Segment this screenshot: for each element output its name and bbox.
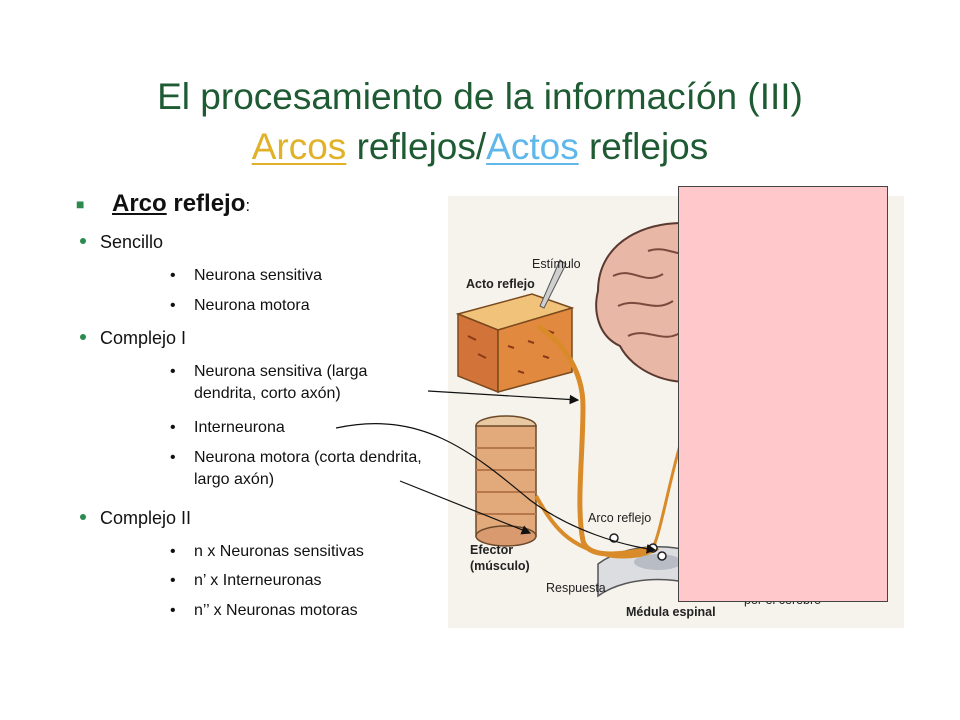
skin-block (455, 293, 575, 394)
label-respuesta: Respuesta (546, 581, 606, 595)
label-musculo: (músculo) (470, 559, 530, 573)
group-label: Complejo II (100, 508, 192, 528)
title-line-1: El procesamiento de la informacíón (III) (157, 76, 803, 117)
actos-link[interactable]: Actos (486, 126, 579, 167)
bullet-icon: • (170, 602, 176, 619)
round-bullet-icon (80, 514, 86, 520)
group-label: Complejo I (100, 328, 187, 348)
label-medula-espinal: Médula espinal (626, 605, 716, 619)
bullet-icon: • (170, 419, 176, 436)
slide-title: El procesamiento de la informacíón (III)… (0, 72, 960, 172)
round-bullet-icon (80, 334, 86, 340)
label-estimulo: Estímulo (532, 257, 581, 271)
group-label: Sencillo (100, 232, 164, 252)
bullet-icon: • (170, 297, 176, 314)
bullet-icon: • (170, 572, 176, 589)
title-middle: reflejos/ (346, 126, 487, 167)
bullet-icon: • (170, 267, 176, 284)
label-acto-reflejo: Acto reflejo (466, 277, 535, 291)
stimulus-needle (539, 259, 567, 309)
title-end: reflejos (578, 126, 709, 167)
round-bullet-icon (80, 238, 86, 244)
heading-word-arco: Arco (112, 190, 167, 217)
heading-word-reflejo: reflejo (166, 190, 246, 217)
muscle-effector (475, 415, 537, 547)
square-bullet-icon: ■ (76, 196, 85, 212)
bullet-icon: • (170, 543, 176, 560)
redaction-box (678, 186, 888, 602)
label-efector: Efector (470, 543, 513, 557)
label-arco-reflejo: Arco reflejo (588, 511, 651, 525)
arcos-link[interactable]: Arcos (251, 126, 347, 167)
bullet-icon: • (170, 363, 176, 380)
bullet-icon: • (170, 449, 176, 466)
heading-colon: : (245, 196, 251, 215)
title-line-2: Arcos reflejos/Actos reflejos (0, 122, 960, 172)
